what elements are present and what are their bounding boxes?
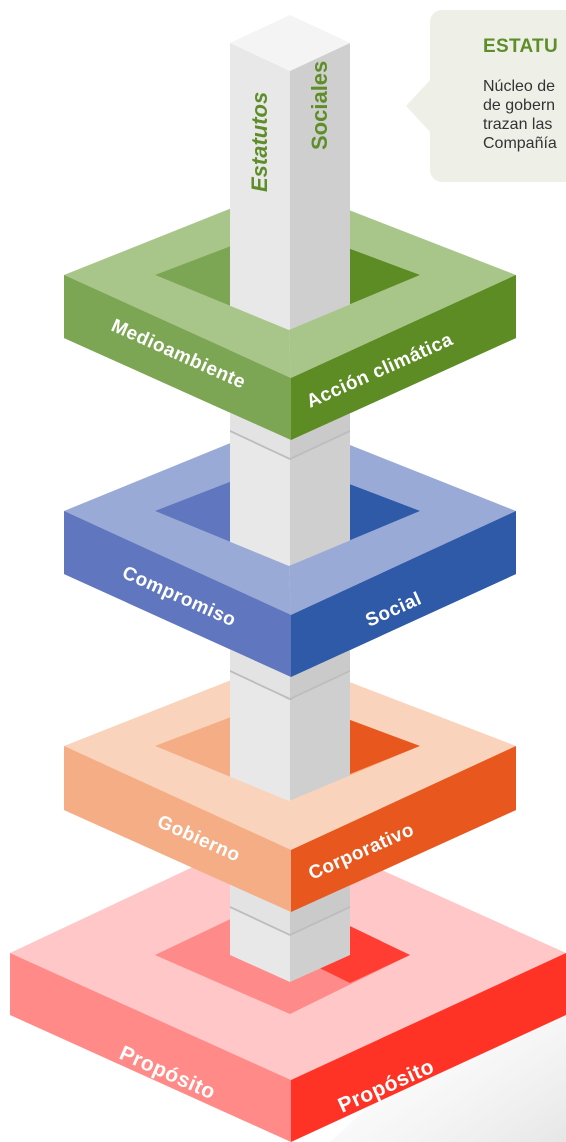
callout-pointer — [406, 78, 432, 134]
pillar-label-sociales: Sociales — [307, 61, 332, 150]
callout-line: trazan las — [483, 116, 553, 133]
pillar-right-face — [290, 43, 350, 388]
proposito-left-face — [10, 953, 291, 1142]
callout: ESTATU Núcleo de de gobern trazan las Co… — [430, 10, 566, 182]
callout-line: de gobern — [483, 97, 556, 114]
callout-line: Compañía — [483, 135, 557, 152]
callout-box — [430, 10, 566, 182]
proposito-right-face — [291, 953, 566, 1142]
callout-line: Núcleo de — [483, 78, 556, 95]
pillar-segment-4 — [230, 902, 350, 982]
callout-text: Núcleo de de gobern trazan las Compañía — [483, 77, 566, 153]
compromiso-front: Compromiso Social — [64, 511, 516, 677]
medioambiente-front: Medioambiente Acción climática — [64, 275, 516, 440]
pillar-left-face — [230, 43, 290, 388]
callout-title: ESTATU — [483, 36, 558, 57]
pillar-label-estatutos: Estatutos — [247, 92, 272, 192]
